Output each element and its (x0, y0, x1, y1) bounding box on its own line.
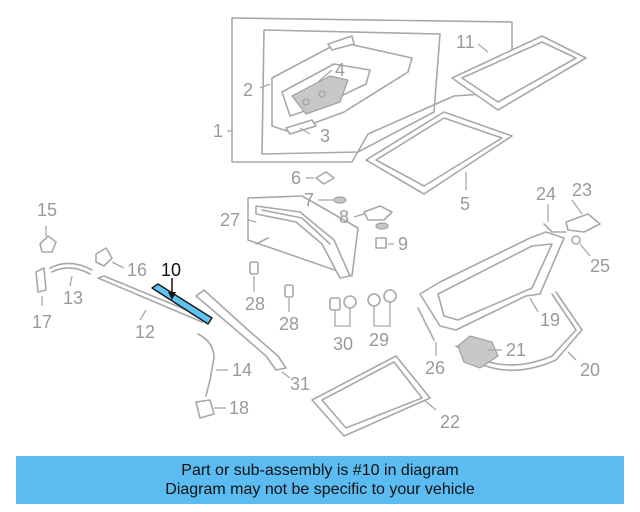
glass-panel-11 (451, 35, 587, 111)
callout-4: 4 (335, 60, 345, 80)
callout-12: 12 (135, 322, 155, 342)
bolt (302, 98, 310, 106)
bracket-part-3 (285, 119, 317, 135)
pin-part-28 (284, 284, 294, 298)
glass-panel-11-inner (461, 41, 577, 103)
banner-line-1: Part or sub-assembly is #10 in diagram (181, 462, 459, 479)
bracket-part-8 (363, 205, 393, 221)
glass-panel-22 (311, 355, 431, 437)
bracket-part-23 (565, 213, 601, 233)
leader-31 (281, 371, 291, 379)
callout-22: 22 (440, 412, 460, 432)
callout-8: 8 (339, 207, 349, 227)
callout-2: 2 (243, 80, 253, 100)
callout-6: 6 (291, 168, 301, 188)
grommet-part-7 (333, 196, 347, 204)
rear-window-glass (437, 243, 553, 321)
info-banner: Part or sub-assembly is #10 in diagram D… (16, 456, 624, 504)
screw-part-9 (375, 237, 387, 249)
leader-19 (529, 297, 539, 313)
side-rail-27-inner (261, 209, 331, 245)
seal-part-13-inner (51, 267, 91, 275)
fastener (255, 237, 269, 245)
clip-part-30 (329, 297, 341, 311)
callout-24: 24 (536, 184, 556, 204)
callout-3: 3 (320, 126, 330, 146)
callout-7: 7 (304, 190, 314, 210)
bolt-part-29 (383, 289, 397, 303)
leader-4 (317, 69, 333, 83)
callout-28: 28 (279, 314, 299, 334)
highlighted-part-10[interactable] (151, 283, 213, 325)
leader-11 (477, 43, 489, 53)
callout-23: 23 (572, 180, 592, 200)
glass-panel-5-inner (375, 117, 503, 187)
leader-12 (139, 309, 147, 321)
mechanism-part-21 (457, 335, 499, 369)
callout-25: 25 (590, 256, 610, 276)
callout-5: 5 (460, 194, 470, 214)
cable-part-14 (197, 333, 215, 397)
callout-15: 15 (37, 200, 57, 220)
callout-26: 26 (425, 358, 445, 378)
leader-23 (571, 199, 583, 215)
parts-diagram: 1 2 3 4 5 6 7 8 9 10 11 12 13 14 15 16 1… (32, 17, 610, 437)
rail-part-31 (195, 289, 287, 371)
callout-10: 10 (161, 260, 181, 280)
clip-part-30 (343, 295, 357, 309)
leader-2 (259, 83, 271, 89)
side-rail-27 (255, 205, 351, 279)
leader-27 (247, 219, 257, 223)
leader-8 (353, 213, 365, 218)
leader-20 (567, 351, 577, 361)
callout-18: 18 (229, 398, 249, 418)
glass-panel-22-inner (321, 361, 423, 429)
callout-29: 29 (369, 330, 389, 350)
link-part-24 (543, 223, 567, 233)
callout-11: 11 (456, 32, 475, 52)
banner-line-2: Diagram may not be specific to your vehi… (165, 481, 475, 498)
callout-20: 20 (580, 360, 600, 380)
callout-9: 9 (398, 234, 408, 254)
bracket-part-16 (95, 247, 113, 267)
leader-10-arrow (168, 292, 176, 300)
roof-module-inner (281, 63, 371, 117)
group-2-frame (261, 29, 441, 155)
clip-part-6 (315, 171, 335, 185)
callout-31: 31 (290, 374, 310, 394)
side-rail-boundary-27 (247, 195, 359, 277)
callout-19: 19 (540, 310, 560, 330)
callout-16: 16 (127, 260, 147, 280)
tab (327, 35, 355, 51)
bolt-part-25 (571, 235, 581, 245)
callout-30: 30 (333, 334, 353, 354)
callout-14: 14 (232, 360, 252, 380)
callout-21: 21 (506, 340, 526, 360)
callout-13: 13 (63, 288, 83, 308)
group-1-boundary (231, 17, 513, 163)
leader-29 (373, 302, 391, 327)
rail-part-12 (97, 275, 207, 323)
rear-window-frame-19 (419, 231, 565, 331)
leader-25 (579, 243, 591, 257)
callout-27: 27 (220, 210, 240, 230)
bolt (318, 90, 326, 98)
washer (375, 222, 389, 230)
callout-1: 1 (213, 121, 223, 141)
callout-28: 28 (245, 294, 265, 314)
seal-part-13 (49, 262, 93, 271)
bracket-part-15 (39, 235, 57, 253)
leader-22 (423, 399, 437, 411)
pin-part-28 (249, 261, 259, 275)
leader-3 (299, 127, 311, 135)
callout-17: 17 (32, 312, 52, 332)
strut-part-26 (417, 307, 435, 341)
bolt-part-29 (367, 293, 381, 307)
leader-30 (334, 308, 351, 327)
leader-16 (111, 261, 125, 269)
leader-13 (69, 275, 73, 287)
clip-part-18 (195, 399, 215, 419)
bracket-part-17 (35, 267, 47, 293)
